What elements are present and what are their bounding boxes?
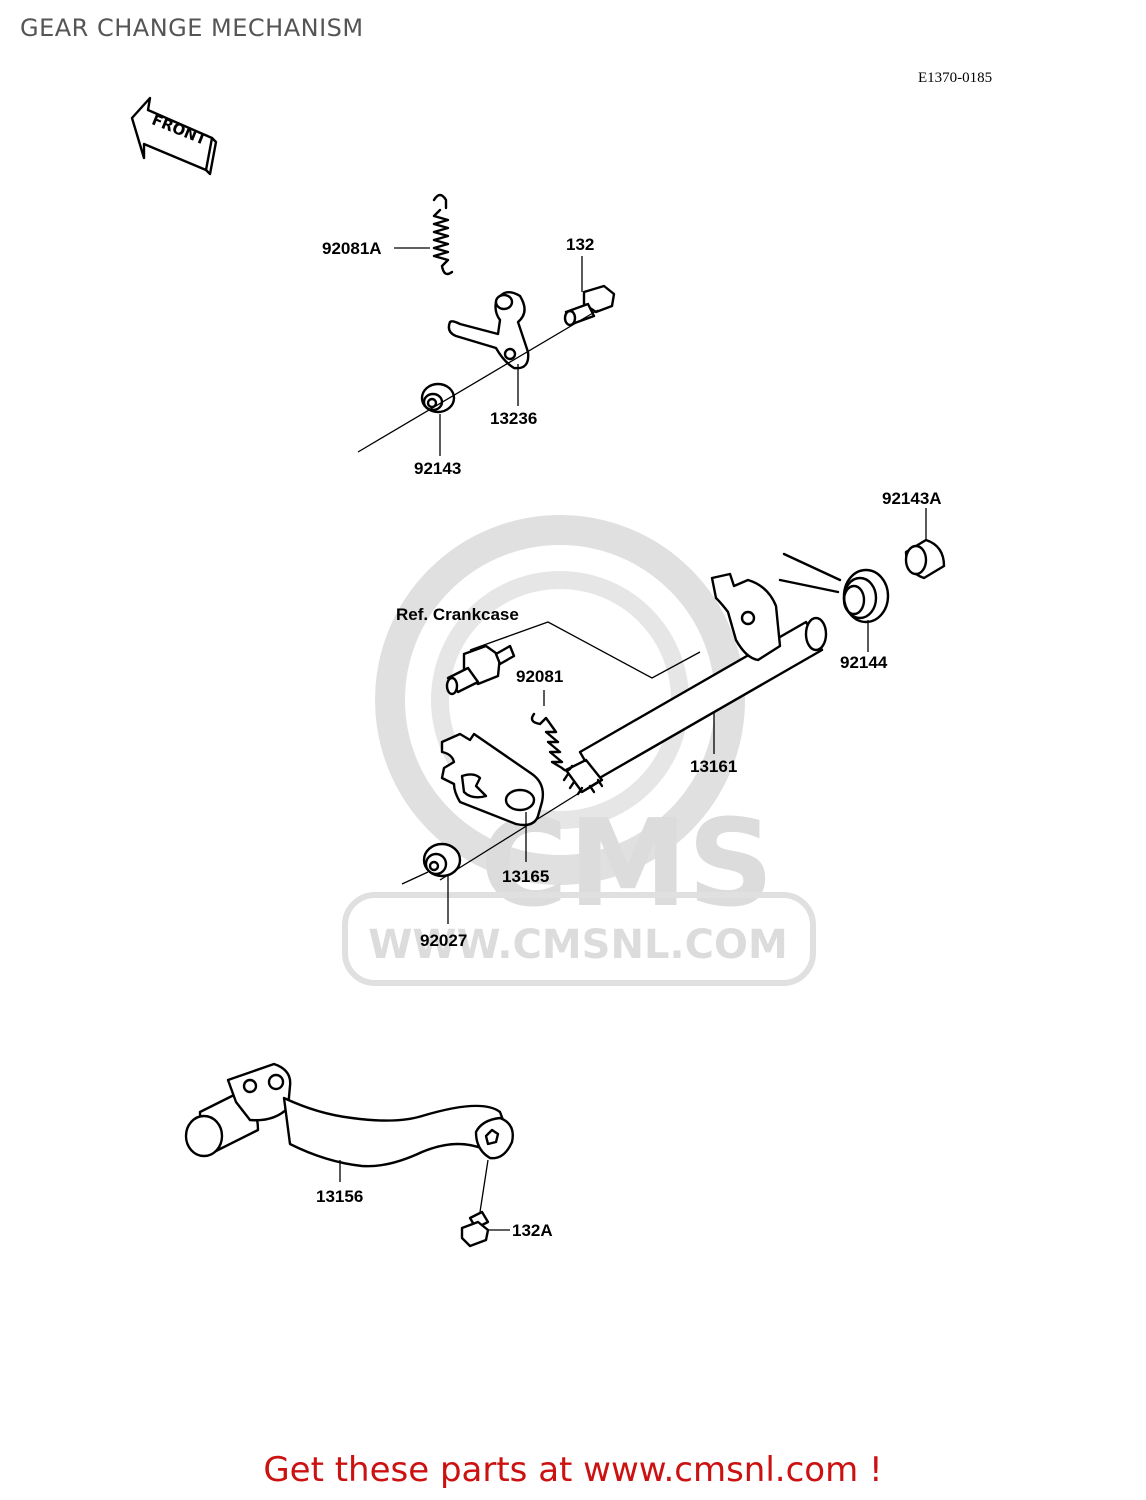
label-92027: 92027 (420, 931, 467, 950)
label-13236: 13236 (490, 409, 537, 428)
torsion-spring-92144-icon (778, 552, 890, 624)
spring-92081-icon (530, 712, 574, 772)
lever-13236-icon (447, 290, 530, 370)
bolt-132-icon (563, 284, 616, 327)
label-92081a: 92081A (322, 239, 382, 258)
watermark-url: WWW.CMSNL.COM (368, 922, 788, 968)
reference-label-crankcase: Ref. Crankcase (396, 605, 519, 624)
label-13165: 13165 (502, 867, 549, 886)
washer-92027-icon (422, 842, 462, 878)
spring-92081a-icon (432, 193, 454, 276)
crankcase-stud-icon (445, 644, 516, 696)
label-92143a: 92143A (882, 489, 942, 508)
label-92081: 92081 (516, 667, 563, 686)
collar-92143a-icon (904, 538, 946, 580)
label-132: 132 (566, 235, 594, 254)
page-title: GEAR CHANGE MECHANISM (20, 14, 364, 42)
label-132a: 132A (512, 1221, 553, 1240)
bolt-132a-icon (460, 1210, 490, 1248)
footer-cta-link[interactable]: Get these parts at www.cmsnl.com ! (263, 1450, 883, 1490)
shift-shaft-13161-icon (562, 572, 828, 796)
label-92143: 92143 (414, 459, 461, 478)
label-13161: 13161 (690, 757, 737, 776)
shift-plate-13165-icon (440, 732, 545, 827)
label-92144: 92144 (840, 653, 888, 672)
diagram-code: E1370-0185 (918, 70, 992, 86)
cms-watermark: CMS WWW.CMSNL.COM (342, 515, 816, 986)
shift-pedal-13156-icon (184, 1062, 514, 1168)
front-arrow-icon: FRONT (130, 96, 218, 176)
label-13156: 13156 (316, 1187, 363, 1206)
